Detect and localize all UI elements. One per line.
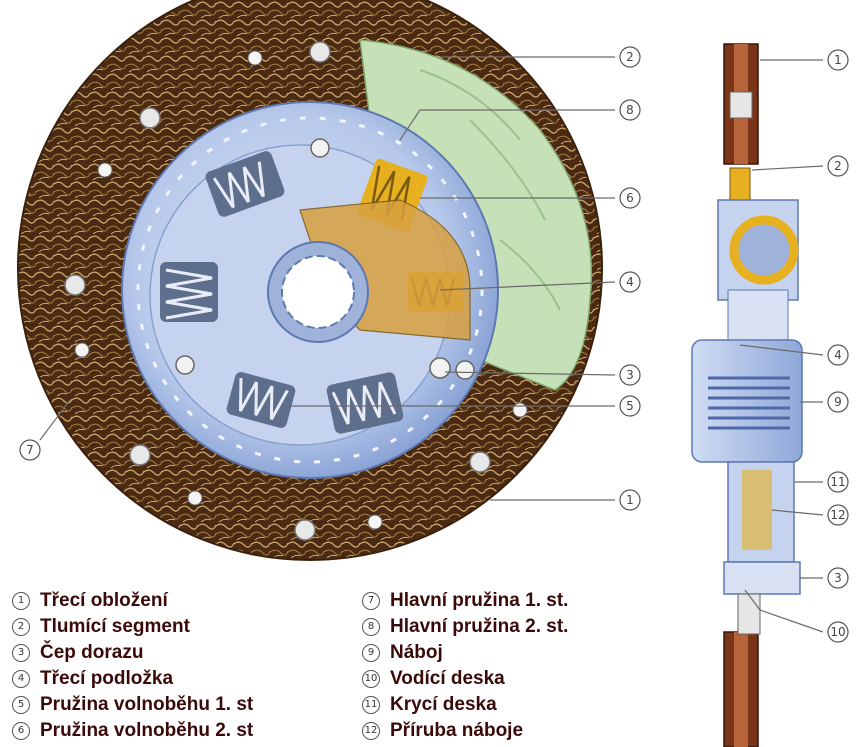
legend-label: Třecí podložka xyxy=(40,668,174,689)
legend-item: 9 Náboj xyxy=(362,640,568,666)
section-callout-number: 10 xyxy=(830,625,845,639)
section-callout-circle xyxy=(827,504,849,526)
legend-item: 11 Krycí deska xyxy=(362,692,568,718)
legend-label: Hlavní pružina 2. st. xyxy=(390,616,569,637)
disc-callout-number: 1 xyxy=(626,493,634,507)
disc-leader-line xyxy=(439,281,616,291)
section-callout-number: 11 xyxy=(830,475,845,489)
disc-callout-number: 7 xyxy=(26,443,34,457)
disc-callout-number: 4 xyxy=(626,275,634,289)
legend-num: 5 xyxy=(12,696,30,714)
legend-item: 3 Čep dorazu xyxy=(12,640,253,666)
disc-leader-line xyxy=(444,371,616,376)
clutch-disc xyxy=(17,0,603,561)
section-callout-circle xyxy=(827,155,849,177)
disc-callout-circle xyxy=(619,99,641,121)
legend-item: 7 Hlavní pružina 1. st. xyxy=(362,588,568,614)
disc-callout-number: 5 xyxy=(626,399,634,413)
legend-item: 10 Vodící deska xyxy=(362,666,568,692)
legend-item: 2 Tlumící segment xyxy=(12,614,253,640)
legend-num: 1 xyxy=(12,592,30,610)
legend-num: 10 xyxy=(362,670,380,688)
legend-label: Pružina volnoběhu 1. st xyxy=(40,694,254,715)
legend-item: 4 Třecí podložka xyxy=(12,666,253,692)
section-callout-number: 1 xyxy=(834,53,842,67)
legend-label: Náboj xyxy=(390,642,443,663)
section-callout-circle xyxy=(827,344,849,366)
section-spring xyxy=(729,215,799,285)
legend-num: 6 xyxy=(12,722,30,740)
legend-label: Krycí deska xyxy=(390,694,497,715)
disc-callout-number: 8 xyxy=(626,103,634,117)
section-callout-number: 12 xyxy=(830,508,845,522)
cross-section xyxy=(691,43,803,747)
section-callout-circle xyxy=(827,621,849,643)
legend-label: Čep dorazu xyxy=(40,642,144,663)
legend-label: Pružina volnoběhu 2. st xyxy=(40,720,254,741)
legend-item: 1 Třecí obložení xyxy=(12,588,253,614)
legend-label: Vodící deska xyxy=(390,668,505,689)
legend-item: 8 Hlavní pružina 2. st. xyxy=(362,614,568,640)
legend-num: 7 xyxy=(362,592,380,610)
legend-label: Hlavní pružina 1. st. xyxy=(390,590,569,611)
section-callout-number: 9 xyxy=(834,395,842,409)
disc-callout-circle xyxy=(619,489,641,511)
section-callout-number: 3 xyxy=(834,571,842,585)
disc-callout-circle xyxy=(619,271,641,293)
legend-label: Tlumící segment xyxy=(40,616,190,637)
disc-leader-line xyxy=(399,109,615,141)
stop-pins xyxy=(175,138,475,380)
disc-callout-circle xyxy=(619,364,641,386)
section-leader-line xyxy=(744,589,824,633)
legend-item: 6 Pružina volnoběhu 2. st xyxy=(12,718,253,744)
disc-callout-circle xyxy=(619,187,641,209)
disc-callout-number: 2 xyxy=(626,50,634,64)
section-callout-number: 2 xyxy=(834,159,842,173)
section-leader-line xyxy=(751,165,824,171)
legend-item: 12 Příruba náboje xyxy=(362,718,568,744)
legend-label: Příruba náboje xyxy=(390,720,524,741)
legend-num: 2 xyxy=(12,618,30,636)
hub xyxy=(691,339,803,463)
legend-num: 9 xyxy=(362,644,380,662)
section-callout-circle xyxy=(827,391,849,413)
disc-callout-number: 6 xyxy=(626,191,634,205)
legend-num: 4 xyxy=(12,670,30,688)
section-callout-circle xyxy=(827,567,849,589)
section-leader-line xyxy=(739,344,824,356)
legend-num: 8 xyxy=(362,618,380,636)
section-leader-line xyxy=(771,509,824,516)
legend-left: 1 Třecí obložení 2 Tlumící segment 3 Čep do… xyxy=(12,588,253,744)
disc-callout-circle xyxy=(19,439,41,461)
section-callout-circle xyxy=(827,49,849,71)
section-callout-circle xyxy=(827,471,849,493)
disc-leader-line xyxy=(39,399,71,441)
lining-rosettes xyxy=(74,50,528,530)
disc-callout-circle xyxy=(619,46,641,68)
legend-num: 3 xyxy=(12,644,30,662)
legend-right: 7 Hlavní pružina 1. st. 8 Hlavní pružina 2… xyxy=(362,588,568,744)
legend-item: 5 Pružina volnoběhu 1. st xyxy=(12,692,253,718)
legend-num: 12 xyxy=(362,722,380,740)
section-callout-number: 4 xyxy=(834,348,842,362)
legend-num: 11 xyxy=(362,696,380,714)
disc-callout-number: 3 xyxy=(626,368,634,382)
legend-label: Třecí obložení xyxy=(40,590,168,611)
disc-callout-circle xyxy=(619,395,641,417)
